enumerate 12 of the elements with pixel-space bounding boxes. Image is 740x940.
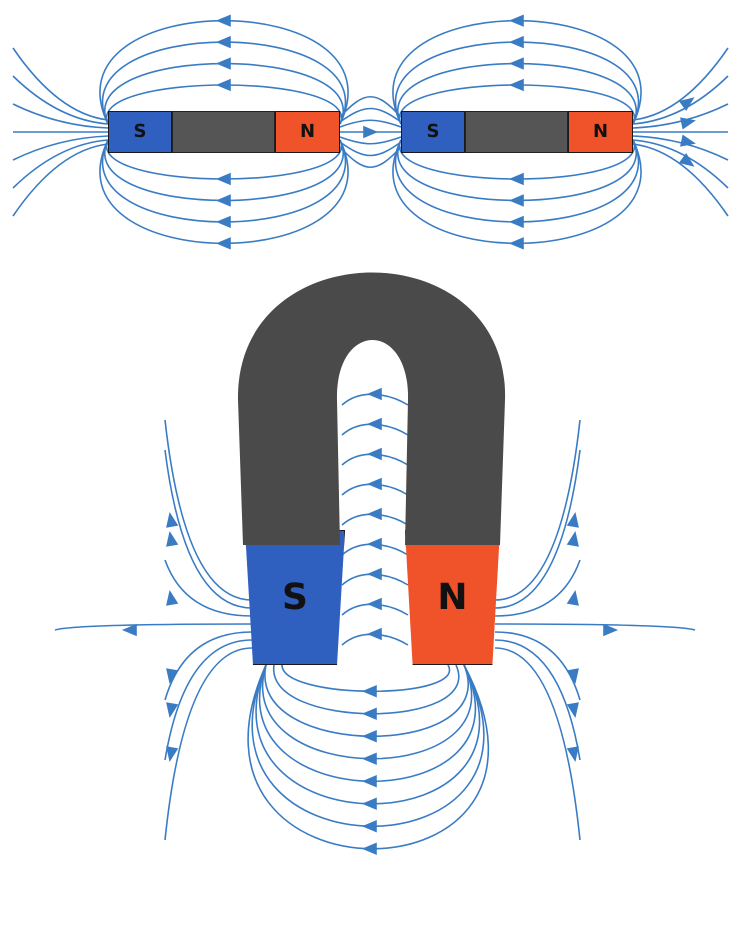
pole-letter: S — [134, 120, 146, 144]
pole-letter: S — [282, 578, 308, 618]
pole-letter: N — [437, 578, 468, 618]
pole-letter: S — [426, 120, 440, 144]
bar-magnet-body — [465, 111, 568, 153]
pole-letter: N — [300, 120, 316, 144]
north-pole — [568, 111, 633, 153]
bar-magnet-body — [172, 111, 275, 153]
south-pole — [401, 111, 465, 153]
north-pole — [275, 111, 340, 153]
south-pole — [108, 111, 172, 153]
pole-letter: N — [592, 120, 608, 144]
